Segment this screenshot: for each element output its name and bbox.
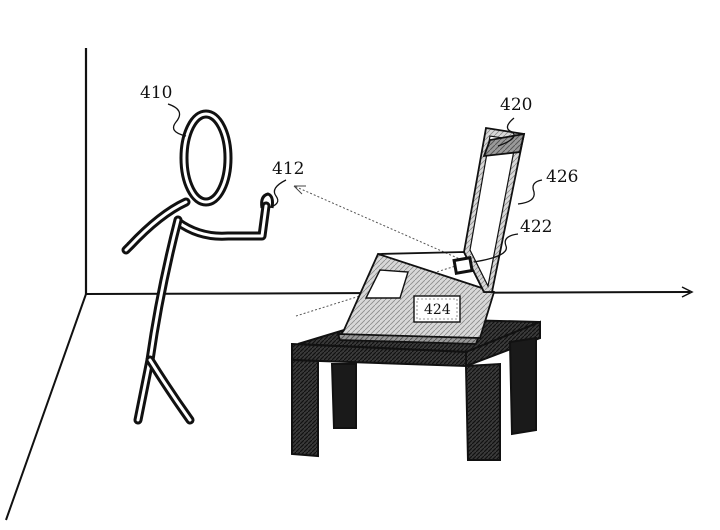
label-person-410: 410 <box>140 83 172 103</box>
table-leg-back-left <box>330 363 357 429</box>
device-top <box>482 132 526 158</box>
camera-module <box>452 255 474 276</box>
touchpad <box>364 269 409 299</box>
table <box>291 316 541 461</box>
room-lines <box>5 48 694 521</box>
person-figure <box>121 109 274 425</box>
label-camera-422: 422 <box>520 217 552 237</box>
floor-edge-line <box>5 293 87 521</box>
table-leg-back-right <box>508 336 537 436</box>
leader-422 <box>473 233 519 263</box>
leader-410 <box>167 103 187 137</box>
keyboard-region-box <box>413 295 461 323</box>
leader-426 <box>517 179 543 205</box>
leader-lines <box>167 103 543 263</box>
label-keyboard-424: 424 <box>424 302 451 318</box>
arrow-head <box>681 286 694 298</box>
view-line-upper <box>293 185 463 261</box>
label-device-420: 420 <box>500 95 532 115</box>
table-leg-front-right <box>464 362 501 461</box>
laptop <box>336 126 526 345</box>
leader-412 <box>267 179 287 209</box>
table-leg-front-left <box>291 358 319 458</box>
label-display-426: 426 <box>546 167 578 187</box>
leader-420 <box>497 117 515 147</box>
label-hand-412: 412 <box>272 159 304 179</box>
